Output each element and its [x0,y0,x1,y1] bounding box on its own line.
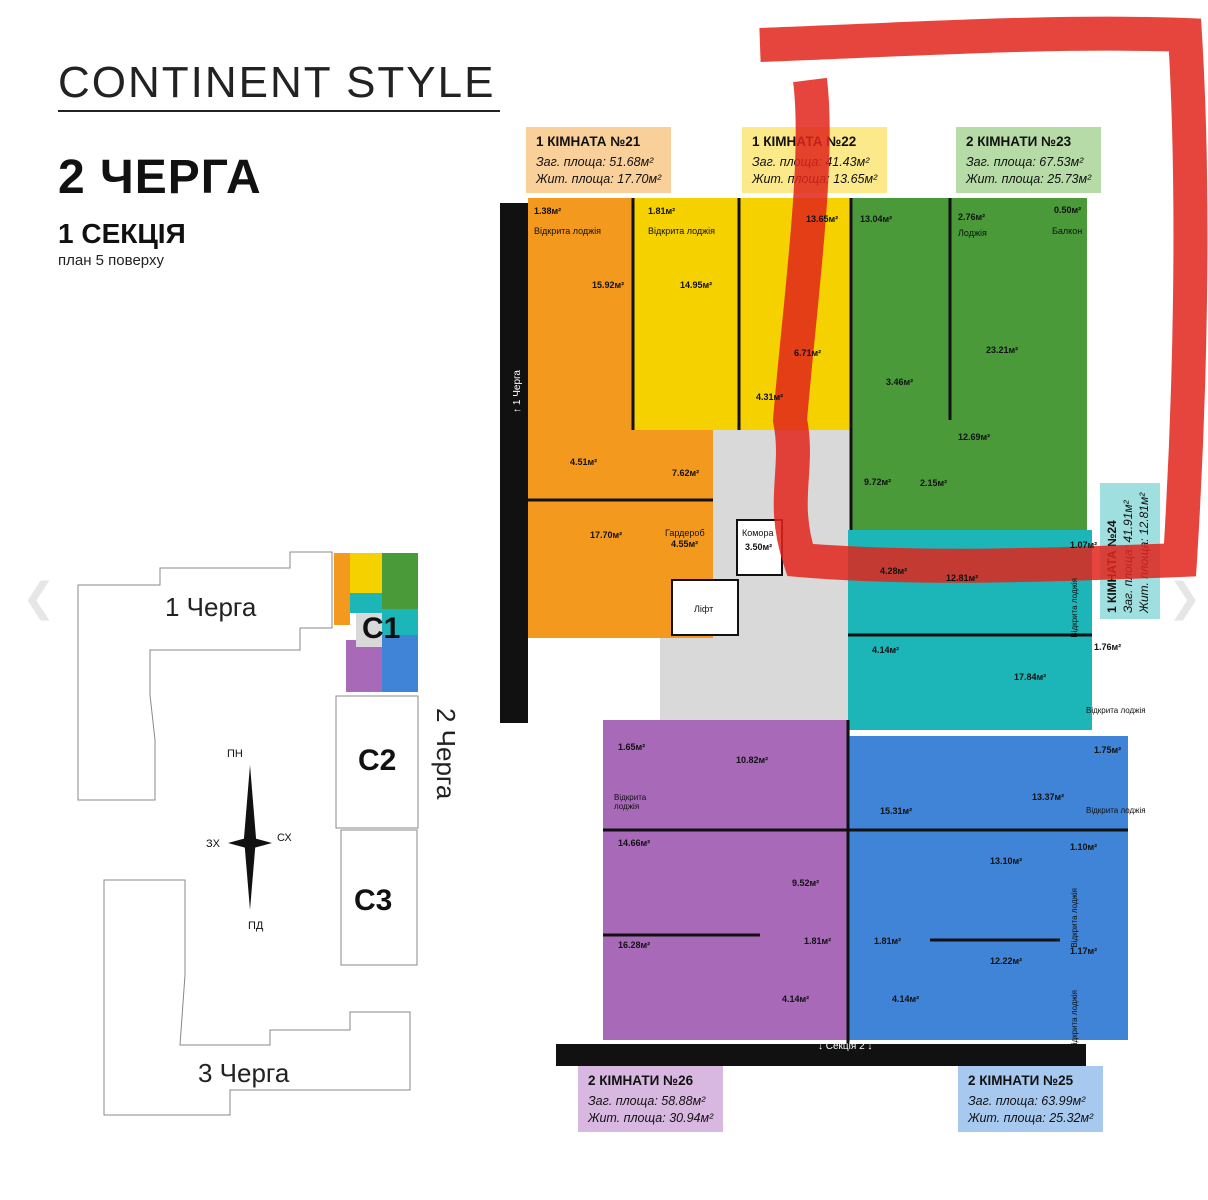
room-area: 3.46м² [886,377,914,387]
room-area: 4.55м² [671,539,699,549]
compass-north: ПН [227,748,243,760]
apartment-living: Жит. площа: 25.73м² [966,172,1092,187]
room-area: 10.82м² [736,755,769,765]
apartment-title: 2 КІМНАТИ №25 [968,1073,1074,1088]
room-area: 12.22м² [990,956,1023,966]
apartment-26[interactable] [603,720,848,1040]
room-label: Комора [742,528,774,538]
room-area: 2.15м² [920,478,948,488]
apartment-title: 1 КІМНАТА №21 [536,134,641,149]
apartment-total: Заг. площа: 63.99м² [968,1094,1086,1109]
room-area: 6.71м² [794,348,822,358]
room-area: 13.65м² [806,214,839,224]
room-area: 1.65м² [618,742,646,752]
room-area: 9.72м² [864,477,892,487]
room-area: 7.62м² [672,468,700,478]
room-area: 9.52м² [792,878,820,888]
room-area: 1.75м² [1094,745,1122,755]
apartment-21[interactable] [528,198,633,638]
room-area: 1.07м² [1070,540,1098,550]
room-area: 14.95м² [680,280,713,290]
apartment-tag-25[interactable]: 2 КІМНАТИ №25 Заг. площа: 63.99м² Жит. п… [958,1066,1104,1132]
room-label: Відкрита лоджія [648,226,716,236]
logo-underline [58,110,500,112]
room-area: 4.14м² [872,645,900,655]
room-area: 3.50м² [745,542,773,552]
room-area: 13.37м² [1032,792,1065,802]
room-area: 15.92м² [592,280,625,290]
apartment-total: Заг. площа: 51.68м² [536,155,654,170]
apartment-title: 2 КІМНАТИ №23 [966,134,1072,149]
room-area: 16.28м² [618,940,651,950]
room-area: 1.81м² [648,206,676,216]
section2-marker: ↓ Секція 2 ↓ [818,1041,873,1052]
room-label: Відкрита лоджія [614,793,647,811]
section-c2-label[interactable]: С2 [358,744,397,777]
room-area: 0.50м² [1054,205,1082,215]
lift-label: Ліфт [694,604,714,614]
apartment-title: 2 КІМНАТИ №26 [588,1073,694,1088]
apartment-living: Жит. площа: 30.94м² [588,1111,714,1126]
next-arrow-icon[interactable]: ❯ [1168,576,1202,620]
apartment-total: Заг. площа: 67.53м² [966,155,1084,170]
room-label: Відкрита лоджія [534,226,602,236]
compass-west: ЗХ [206,838,220,850]
room-label: Лоджія [958,228,987,238]
room-area: 4.14м² [892,994,920,1004]
room-area: 2.76м² [958,212,986,222]
compass-east: СХ [277,832,292,844]
room-area: 4.51м² [570,457,598,467]
room-area: 13.10м² [990,856,1023,866]
room-area: 1.17м² [1070,946,1098,956]
apartment-living: Жит. площа: 25.32м² [968,1111,1094,1126]
compass-south: ПД [248,920,264,932]
room-area: 17.84м² [1014,672,1047,682]
apartment-23[interactable] [851,198,1087,530]
room-area: 4.28м² [880,566,908,576]
section-c3-label[interactable]: С3 [354,884,393,917]
site-queue2-label: 2 Черга [431,708,461,800]
apartment-tag-26[interactable]: 2 КІМНАТИ №26 Заг. площа: 58.88м² Жит. п… [578,1066,724,1132]
room-area: 1.81м² [874,936,902,946]
logo: CONTINENT STYLE [58,58,496,107]
room-area: 1.10м² [1070,842,1098,852]
red-highlight-marker [759,16,1208,583]
apartment-25[interactable] [848,736,1128,1040]
section-title: 1 СЕКЦІЯ [58,218,186,249]
site-queue1-label: 1 Черга [165,592,257,622]
room-label: Балкон [1052,226,1083,236]
apartment-22[interactable] [633,198,739,430]
apartment-tag-23[interactable]: 2 КІМНАТИ №23 Заг. площа: 67.53м² Жит. п… [956,127,1102,193]
room-area: 1.81м² [804,936,832,946]
room-area: 1.76м² [1094,642,1122,652]
room-area: 12.69м² [958,432,991,442]
room-area: 15.31м² [880,806,913,816]
floor-subtitle: план 5 поверху [58,252,164,269]
apartment-tag-21[interactable]: 1 КІМНАТА №21 Заг. площа: 51.68м² Жит. п… [526,127,672,193]
room-area: 17.70м² [590,530,623,540]
prev-arrow-icon[interactable]: ❮ [22,576,56,620]
site-queue3-label: 3 Черга [198,1058,290,1088]
apartment-total: Заг. площа: 58.88м² [588,1094,706,1109]
room-area: 4.31м² [756,392,784,402]
section-c1-label[interactable]: С1 [362,612,401,645]
apartment-living: Жит. площа: 17.70м² [536,172,662,187]
room-area: 1.38м² [534,206,562,216]
room-area: 23.21м² [986,345,1019,355]
room-label: Відкрита лоджія [1086,806,1146,815]
room-area: 4.14м² [782,994,810,1004]
room-area: 12.81м² [946,573,979,583]
room-label: Гардероб [665,528,705,538]
room-area: 13.04м² [860,214,893,224]
queue-title: 2 ЧЕРГА [58,151,262,204]
room-label: Відкрита лоджія [1086,706,1146,715]
room-area: 14.66м² [618,838,651,848]
